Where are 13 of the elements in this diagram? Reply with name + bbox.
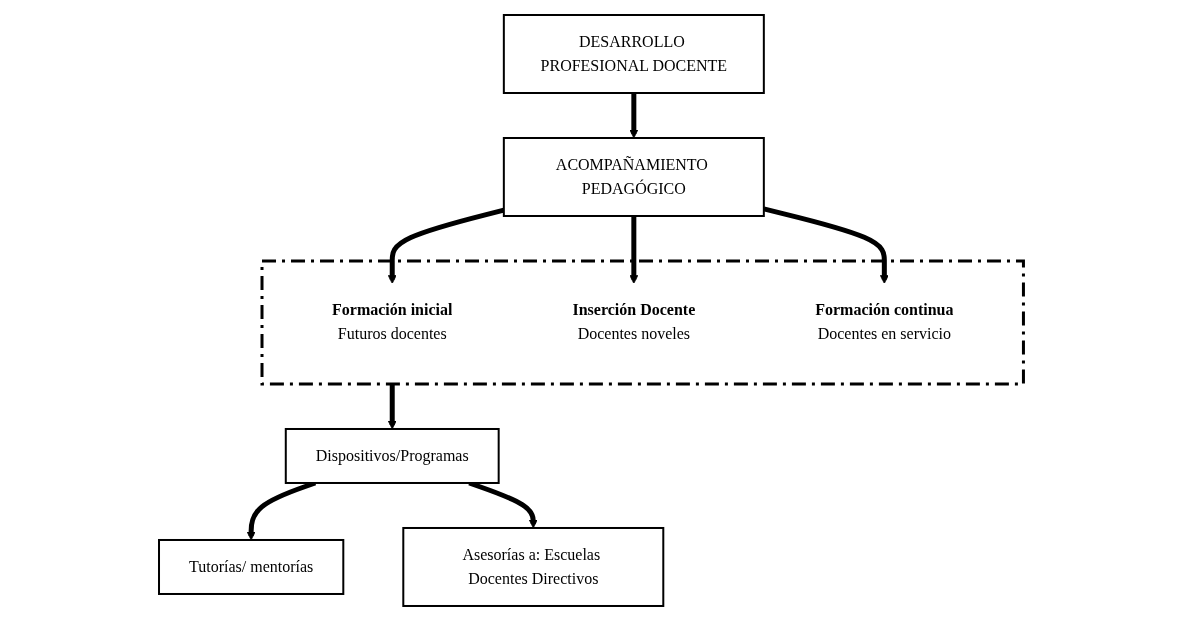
arrow <box>629 92 638 138</box>
node-box: Asesorías a: Escuelas Docentes Directivos <box>402 526 665 607</box>
node-text: Formación continua Docentes en servicio <box>815 300 954 342</box>
node-box: Tutorías/ mentorías <box>157 538 345 595</box>
node-box: DESARROLLO PROFESIONAL DOCENTE <box>502 13 765 94</box>
node-box: ACOMPAÑAMIENTO PEDAGÓGICO <box>502 136 765 217</box>
arrow <box>629 215 638 284</box>
arrow <box>763 206 889 284</box>
node-text: Formación inicial Futuros docentes <box>331 300 453 342</box>
cluster <box>260 259 1025 385</box>
node-text: Inserción Docente Docentes noveles <box>572 300 695 342</box>
arrow <box>387 383 397 429</box>
node-box: Dispositivos/Programas <box>284 427 500 484</box>
